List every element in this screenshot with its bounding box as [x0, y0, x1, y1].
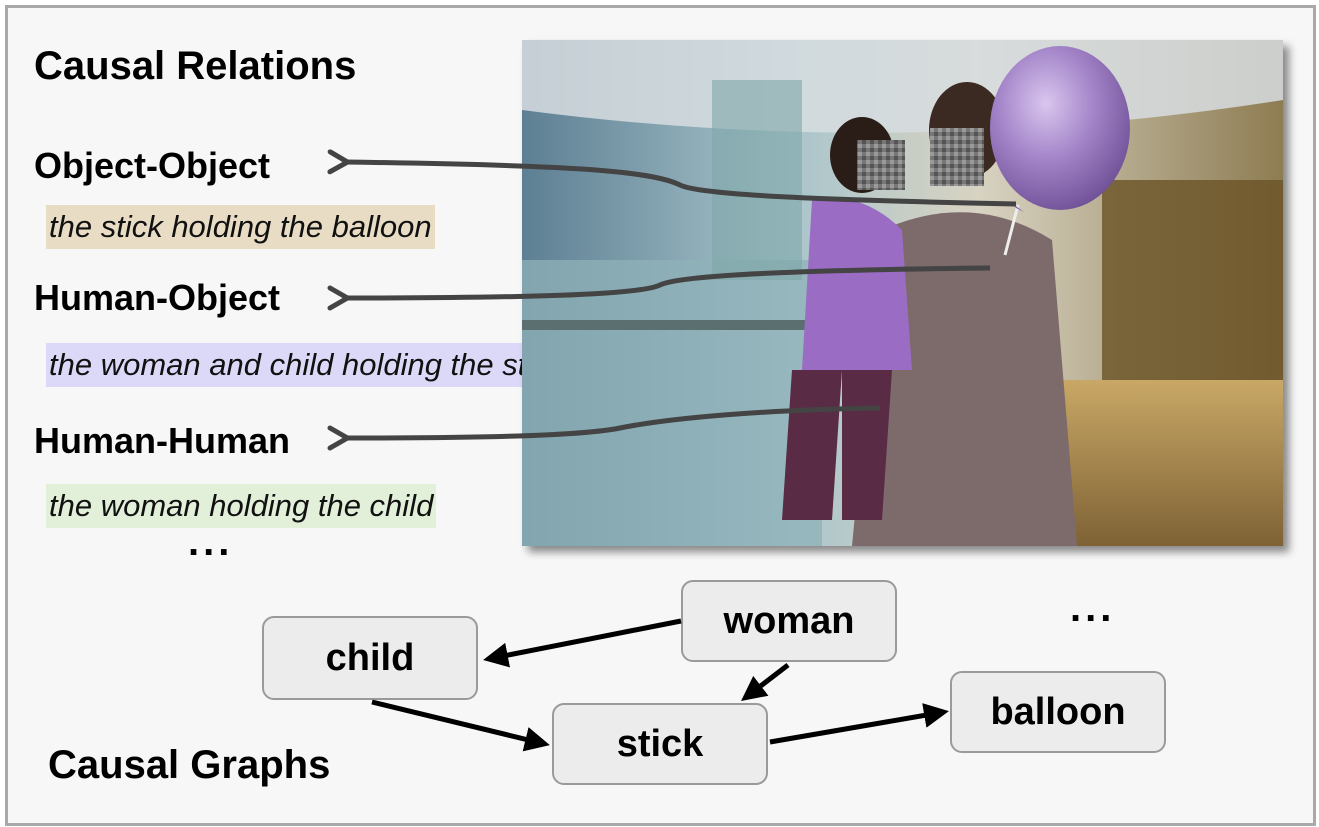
scene-photo	[522, 40, 1283, 546]
relation-caption-human-human: the woman holding the child	[46, 484, 437, 528]
relation-caption-object-object: the stick holding the balloon	[46, 205, 435, 249]
graph-node-stick: stick	[552, 703, 768, 785]
relation-caption-human-object: the woman and child holding the stick	[46, 343, 568, 387]
relation-type-human-human: Human-Human	[34, 420, 291, 461]
causal-relations-title: Causal Relations	[34, 44, 357, 88]
relations-more-ellipsis: ...	[188, 520, 234, 564]
graph-more-ellipsis: ...	[1070, 586, 1116, 630]
relation-type-object-object: Object-Object	[34, 145, 271, 186]
graph-node-child: child	[262, 616, 478, 700]
graph-node-woman: woman	[681, 580, 897, 662]
relation-type-human-object: Human-Object	[34, 277, 281, 318]
graph-node-balloon: balloon	[950, 671, 1166, 753]
causal-graphs-title: Causal Graphs	[48, 743, 331, 787]
